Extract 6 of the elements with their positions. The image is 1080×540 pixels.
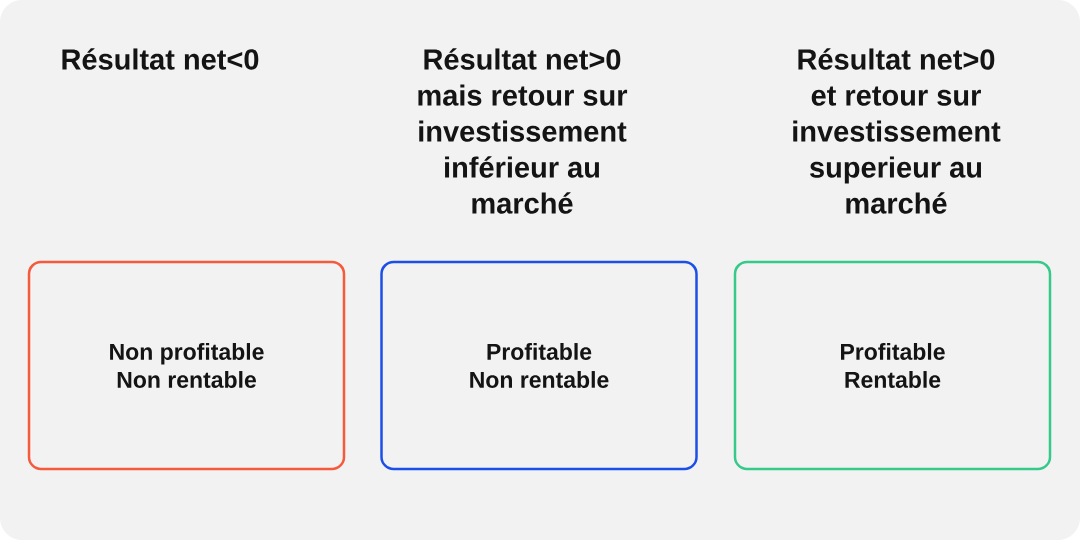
column-heading: Résultat net>0 et retour sur investissement superieur au marché bbox=[793, 48, 1001, 214]
rounded-box: Non profitable Non rentable bbox=[27, 260, 346, 471]
rounded-box: Profitable Rentable bbox=[733, 260, 1052, 471]
column-heading: Résultat net>0 mais retour sur investissement inférieur au marché bbox=[418, 48, 628, 214]
rounded-box: Profitable Non rentable bbox=[380, 260, 698, 471]
column-heading: Résultat net<0 bbox=[62, 48, 259, 70]
